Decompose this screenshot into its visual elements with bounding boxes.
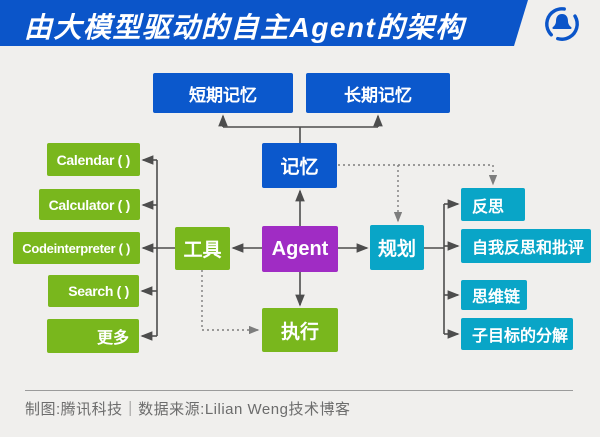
node-memory: 记忆: [262, 143, 337, 188]
node-action: 执行: [262, 308, 338, 352]
node-short-term-memory: 短期记忆: [153, 73, 293, 113]
node-reflection: 反思: [461, 188, 525, 221]
footer-divider: [25, 390, 573, 391]
node-search: Search ( ): [48, 275, 139, 307]
node-tools: 工具: [175, 227, 230, 270]
title-banner: [0, 0, 528, 46]
node-long-term-memory: 长期记忆: [306, 73, 450, 113]
node-calendar: Calendar ( ): [47, 143, 140, 176]
node-self-criticism: 自我反思和批评: [461, 229, 591, 263]
node-planning: 规划: [370, 225, 424, 270]
page-title: 由大模型驱动的自主Agent的架构: [24, 12, 465, 43]
node-code-interpreter: Codeinterpreter ( ): [13, 232, 140, 264]
node-more: 更多: [47, 319, 139, 353]
node-calculator: Calculator ( ): [39, 189, 140, 220]
tencent-news-penguin-icon: [545, 7, 579, 41]
node-agent: Agent: [262, 226, 338, 272]
node-subgoal-decomposition: 子目标的分解: [461, 318, 573, 350]
node-chain-of-thought: 思维链: [461, 280, 527, 310]
footer-credit: 制图:腾讯科技｜数据来源:Lilian Weng技术博客: [25, 401, 351, 418]
